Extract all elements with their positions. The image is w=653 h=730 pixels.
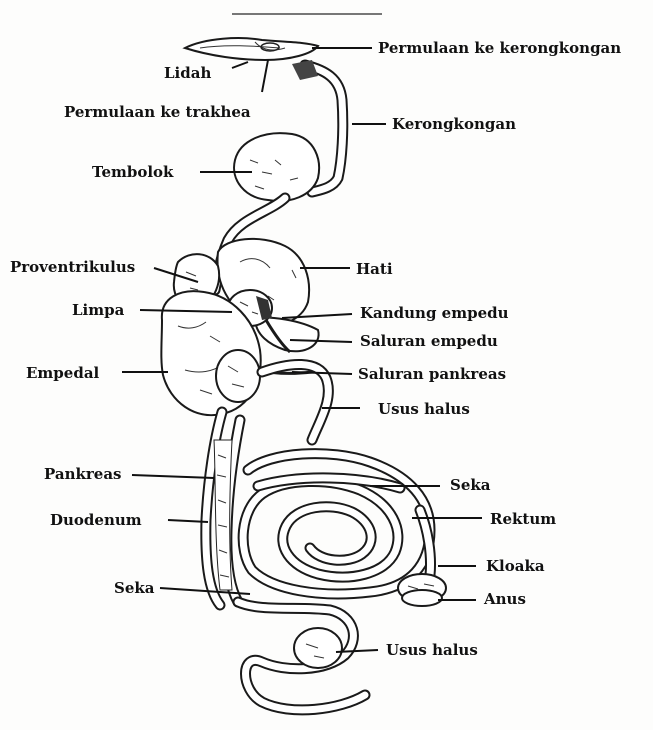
label-kandung-empedu: Kandung empedu (360, 306, 509, 321)
label-saluran-pankreas: Saluran pankreas (358, 367, 506, 382)
label-pankreas: Pankreas (44, 467, 122, 482)
label-hati: Hati (356, 262, 393, 277)
label-kerongkongan: Kerongkongan (392, 117, 516, 132)
label-permulaan-ke-trakhea: Permulaan ke trakhea (64, 105, 251, 120)
label-seka-right: Seka (450, 478, 491, 493)
pancreas-organ (214, 440, 232, 590)
small-intestine-upper-tube (262, 364, 328, 440)
label-limpa: Limpa (72, 303, 124, 318)
label-seka-left: Seka (114, 581, 155, 596)
tongue-organ (185, 38, 318, 60)
label-usus-halus-lower: Usus halus (386, 643, 478, 658)
label-permulaan-ke-kerongkongan: Permulaan ke kerongkongan (378, 41, 621, 56)
label-kloaka: Kloaka (486, 559, 545, 574)
label-duodenum: Duodenum (50, 513, 142, 528)
crop-organ (234, 133, 319, 201)
cloaca-organ (398, 574, 446, 606)
label-empedal: Empedal (26, 366, 99, 381)
label-saluran-empedu: Saluran empedu (360, 334, 498, 349)
label-anus: Anus (484, 592, 526, 607)
label-usus-halus-upper: Usus halus (378, 402, 470, 417)
small-intestine-lower-loops (238, 602, 365, 710)
label-tembolok: Tembolok (92, 165, 173, 180)
label-lidah: Lidah (164, 66, 211, 81)
label-proventrikulus: Proventrikulus (10, 260, 135, 275)
label-rektum: Rektum (490, 512, 556, 527)
